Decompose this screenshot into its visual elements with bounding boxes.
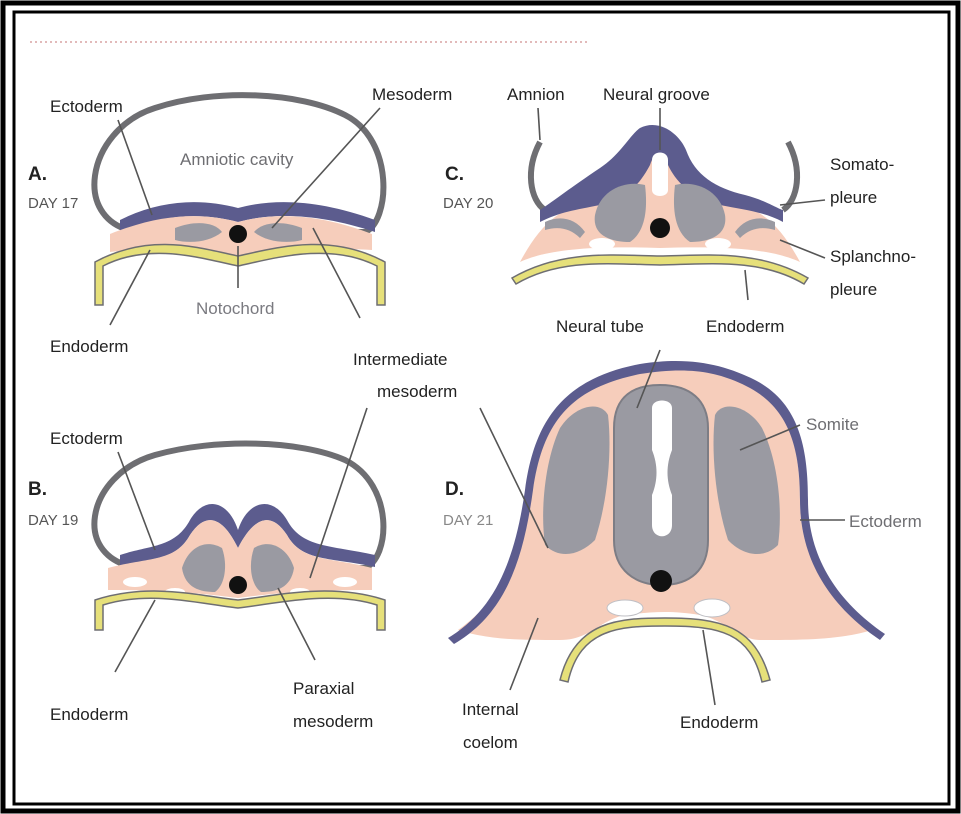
coelom-c-left [589, 238, 615, 250]
panel-b-letter: B. [28, 479, 47, 500]
label-splanchnopleure-1: Splanchno- [830, 247, 916, 266]
coelom-d-right [694, 599, 730, 617]
coelom-c-right [705, 238, 731, 250]
label-intermediate-2: mesoderm [377, 382, 457, 401]
label-somatopleure-1: Somato- [830, 155, 894, 174]
label-paraxial-1: Paraxial [293, 679, 354, 698]
label-somatopleure-2: pleure [830, 188, 877, 207]
panel-a-letter: A. [28, 164, 47, 185]
panel-c-letter: C. [445, 164, 464, 185]
label-paraxial-2: mesoderm [293, 712, 373, 731]
coelom-b-4 [333, 577, 357, 587]
label-ectoderm-d: Ectoderm [849, 512, 922, 531]
notochord-b [229, 576, 247, 594]
panel-d-day: DAY 21 [443, 512, 493, 529]
label-somite: Somite [806, 415, 859, 434]
notochord-a [229, 225, 247, 243]
notochord-c [650, 218, 670, 238]
label-neural-tube: Neural tube [556, 317, 644, 336]
label-intermediate-1: Intermediate [353, 350, 448, 369]
label-internal-coelom-2: coelom [463, 733, 518, 752]
label-ectoderm-a: Ectoderm [50, 97, 123, 116]
label-mesoderm-a: Mesoderm [372, 85, 452, 104]
neural-groove-c [652, 153, 668, 197]
panel-c-day: DAY 20 [443, 195, 493, 212]
panel-a-day: DAY 17 [28, 195, 78, 212]
notochord-d [650, 570, 672, 592]
label-amnion: Amnion [507, 85, 565, 104]
label-ectoderm-b: Ectoderm [50, 429, 123, 448]
label-neural-groove: Neural groove [603, 85, 710, 104]
panel-b-day: DAY 19 [28, 512, 78, 529]
label-endoderm-d: Endoderm [680, 713, 758, 732]
label-internal-coelom-1: Internal [462, 700, 519, 719]
label-splanchnopleure-2: pleure [830, 280, 877, 299]
coelom-d-left [607, 600, 643, 616]
label-endoderm-b: Endoderm [50, 705, 128, 724]
coelom-b-1 [123, 577, 147, 587]
label-amniotic-cavity: Amniotic cavity [180, 150, 294, 169]
panel-d-letter: D. [445, 479, 464, 500]
label-notochord: Notochord [196, 299, 274, 318]
label-endoderm-a: Endoderm [50, 337, 128, 356]
label-endoderm-c: Endoderm [706, 317, 784, 336]
